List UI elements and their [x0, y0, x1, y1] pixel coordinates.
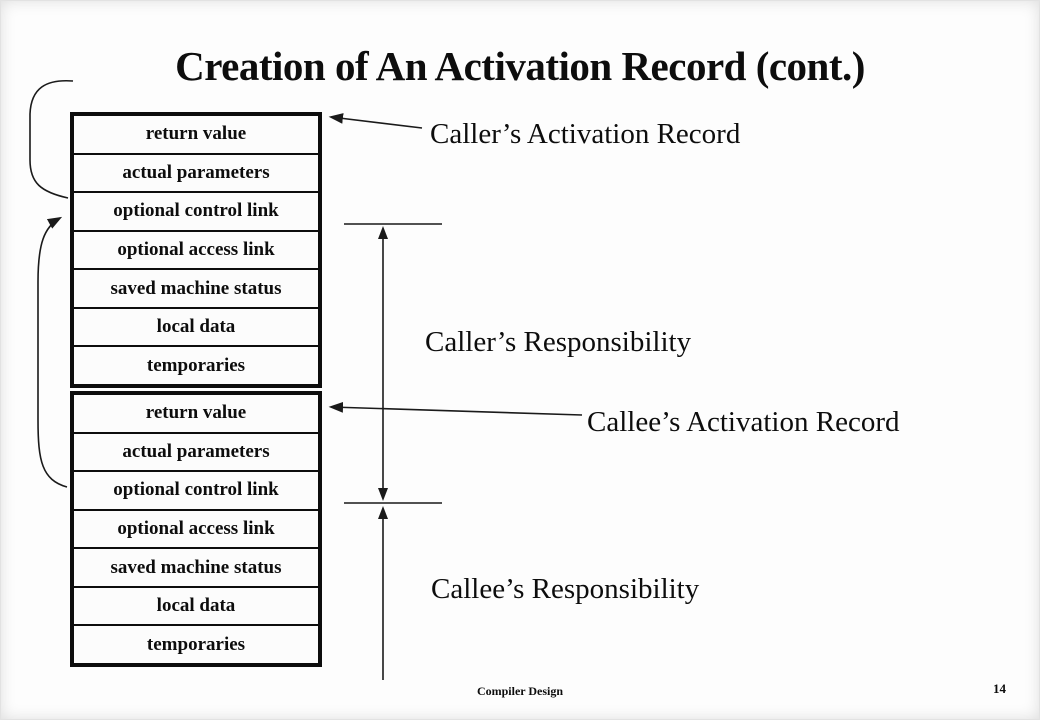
callee-row-optional-access-link: optional access link	[74, 508, 318, 548]
caller-row-saved-machine-status: saved machine status	[74, 268, 318, 307]
caller-activation-record-label: Caller’s Activation Record	[430, 118, 741, 150]
callee-row-temporaries: temporaries	[74, 624, 318, 663]
caller-row-return-value: return value	[145, 123, 247, 145]
callee-row-actual-parameters: actual parameters	[74, 431, 318, 471]
callee-row-saved-machine-status: saved machine status	[74, 547, 318, 586]
caller-responsibility-label: Caller’s Responsibility	[425, 326, 692, 358]
callee-record-pointer-arrow-icon	[328, 401, 583, 416]
caller-record-pointer-arrow-icon	[328, 113, 423, 129]
page-number: 14	[993, 681, 1006, 696]
footer-course-name: Compiler Design	[476, 684, 564, 698]
callee-control-link-curve-arrow-icon	[37, 216, 68, 488]
caller-control-link-curve-icon	[29, 79, 74, 199]
caller-row-actual-parameters: actual parameters	[74, 152, 318, 192]
callee-activation-record-label: Callee’s Activation Record	[587, 406, 900, 438]
callee-responsibility-span-arrow-icon	[344, 502, 442, 680]
callee-row-optional-control-link: optional control link	[74, 470, 318, 509]
caller-responsibility-span-arrow-icon	[344, 223, 442, 501]
caller-row-temporaries: temporaries	[74, 345, 318, 384]
caller-row-optional-access-link: optional access link	[74, 229, 318, 269]
callee-row-return-value: return value	[145, 402, 247, 424]
slide-title: Creation of An Activation Record (cont.)	[175, 43, 865, 89]
caller-activation-record-table: return value actual parameters optional …	[70, 112, 322, 388]
caller-row-local-data: local data	[74, 306, 318, 346]
callee-responsibility-label: Callee’s Responsibility	[431, 573, 700, 605]
callee-row-local-data: local data	[74, 585, 318, 625]
callee-activation-record-table: return value actual parameters optional …	[70, 391, 322, 667]
caller-row-optional-control-link: optional control link	[74, 191, 318, 230]
